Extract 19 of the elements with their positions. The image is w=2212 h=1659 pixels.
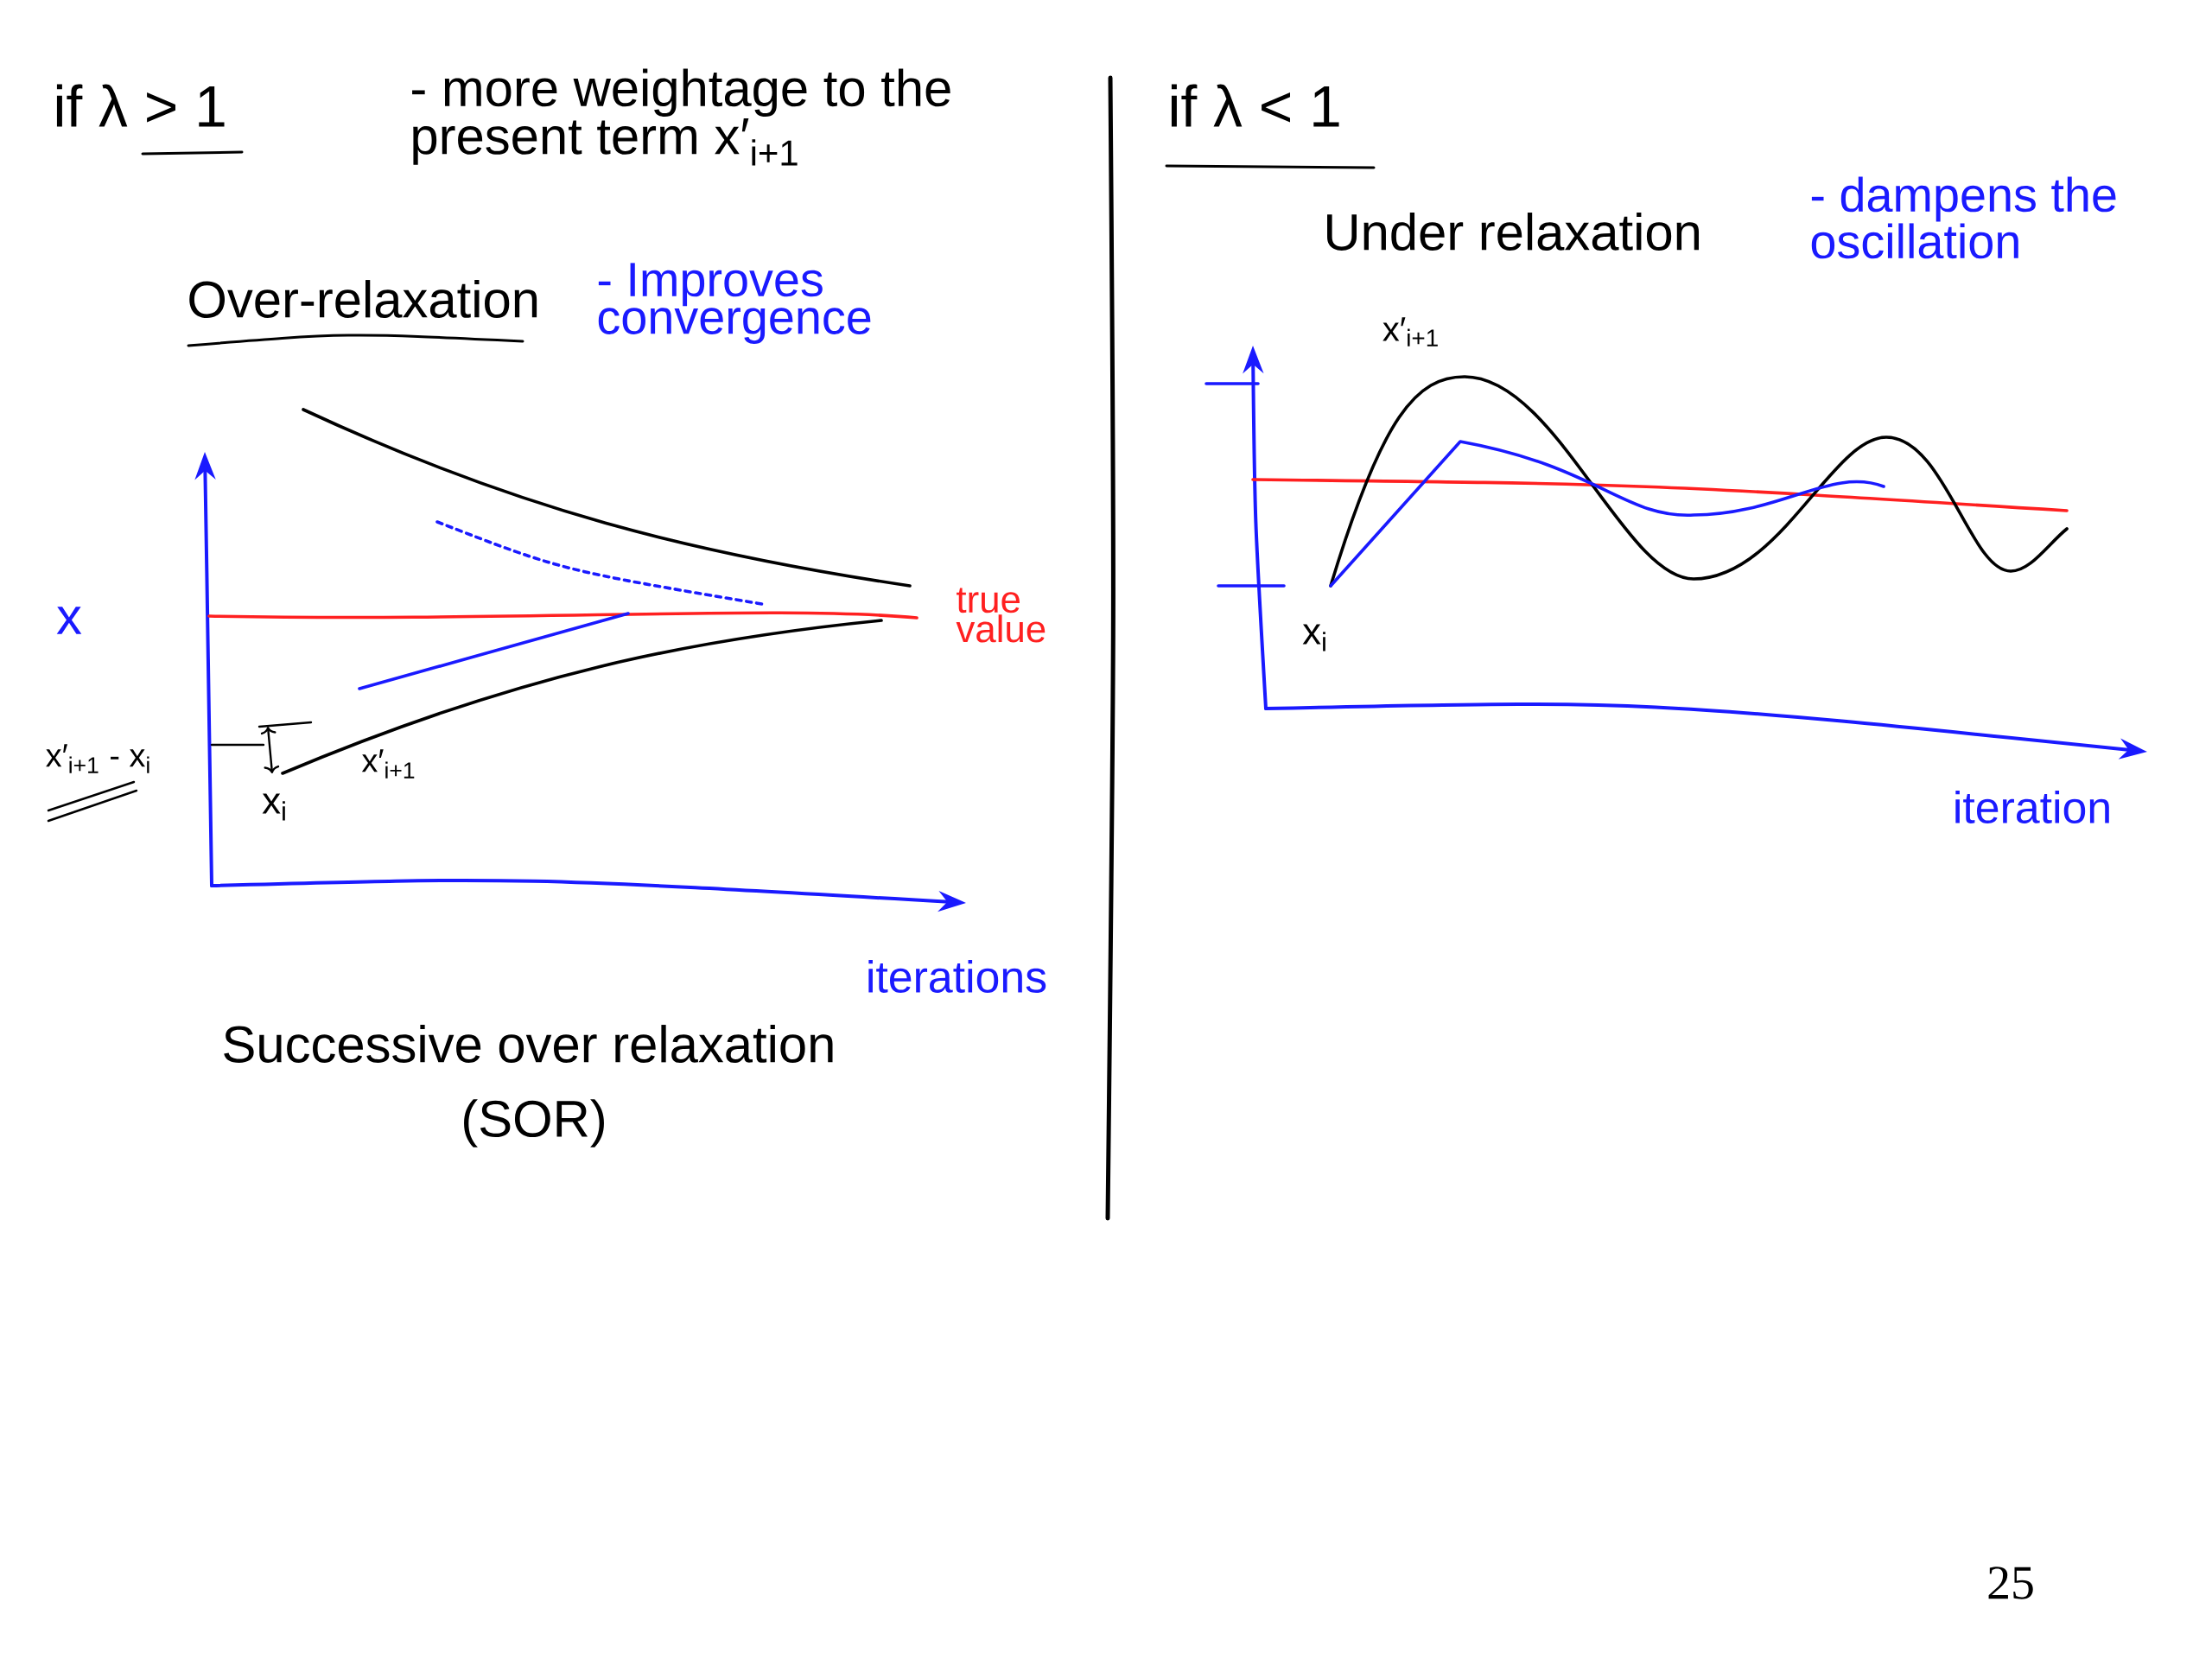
handwritten-text: if λ < 1 bbox=[1171, 84, 1339, 127]
handwritten-text: x$_{i}$ bbox=[1302, 624, 1325, 652]
handwritten-text: x′$_{i+1}$ bbox=[361, 749, 415, 779]
handwritten-text: iteration bbox=[1955, 791, 2109, 823]
handwritten-text: x′$_{i+1}$ - x$_{i}$ bbox=[46, 744, 149, 773]
handwritten-text: x$_{i}$ bbox=[262, 793, 285, 821]
handwritten-text: Over-relaxation bbox=[189, 280, 537, 318]
handwritten-text: 25 bbox=[1988, 1567, 2033, 1599]
handwritten-text: Under relaxation bbox=[1327, 213, 1699, 251]
handwritten-text: x′$_{i+1}$ bbox=[1382, 317, 1438, 346]
handwritten-text: Successive over relaxation bbox=[224, 1025, 833, 1063]
handwritten-text: x bbox=[56, 607, 82, 634]
handwritten-text: if λ > 1 bbox=[56, 84, 225, 127]
handwritten-text: true value bbox=[956, 588, 1046, 643]
handwritten-text: (SOR) bbox=[464, 1099, 604, 1147]
handwritten-text: iterations bbox=[868, 960, 1046, 993]
handwritten-text: - more weightage to the present term x′$_{i+1}$ bbox=[412, 68, 950, 166]
handwritten-text: - dampens the oscillation bbox=[1811, 176, 2116, 259]
handwritten-text: - Improves convergence bbox=[598, 263, 871, 344]
